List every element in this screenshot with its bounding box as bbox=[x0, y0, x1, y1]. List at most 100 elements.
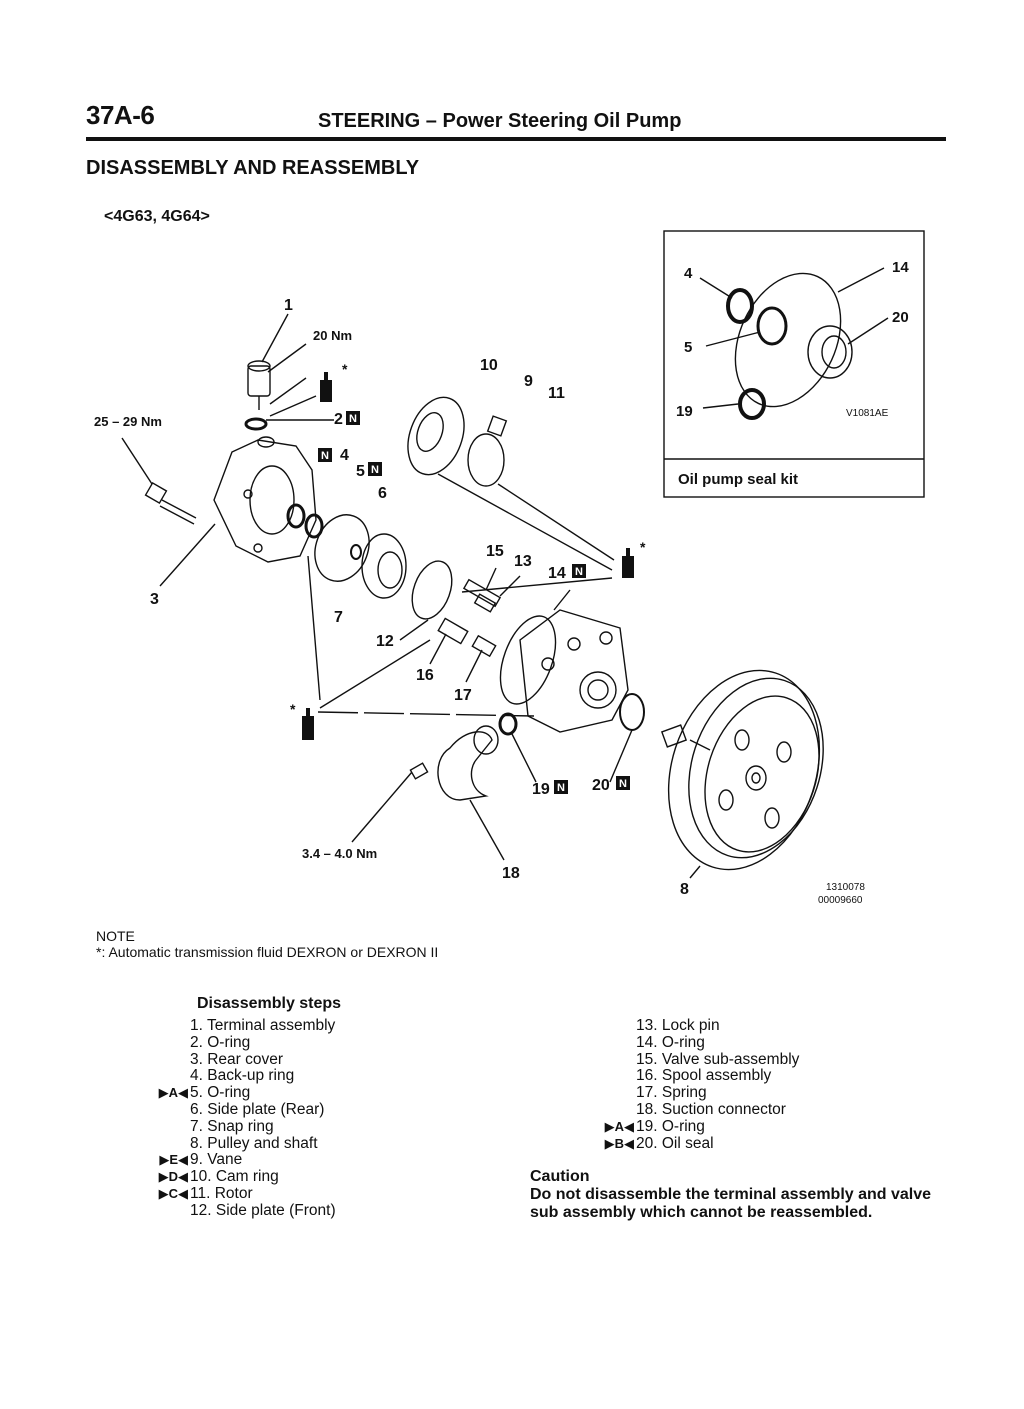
n-mark-19: N bbox=[557, 782, 565, 794]
side-plate-front bbox=[411, 560, 453, 620]
step-item: 16. Spool assembly bbox=[636, 1067, 896, 1085]
step-text: 15. Valve sub-assembly bbox=[636, 1050, 800, 1068]
o-ring-19 bbox=[498, 712, 518, 736]
rear-cover bbox=[159, 436, 317, 587]
callout-20: 20 bbox=[592, 777, 610, 794]
step-text: 9. Vane bbox=[190, 1151, 243, 1169]
step-mark: ▶D◀ bbox=[158, 1169, 188, 1185]
callout-9: 9 bbox=[524, 373, 533, 390]
step-text: 18. Suction connector bbox=[636, 1100, 786, 1118]
step-text: 13. Lock pin bbox=[636, 1017, 720, 1034]
mounting-bolt bbox=[121, 437, 197, 525]
inset-label-20: 20 bbox=[892, 309, 909, 326]
n-mark-14: N bbox=[575, 566, 583, 578]
inset-label-19: 19 bbox=[676, 403, 693, 420]
step-text: 3. Rear cover bbox=[190, 1050, 284, 1068]
step-text: 20. Oil seal bbox=[636, 1134, 714, 1152]
parts-drawing bbox=[121, 230, 925, 879]
asterisk-2: * bbox=[640, 539, 646, 555]
step-item: ▶B◀20. Oil seal bbox=[605, 1134, 896, 1153]
callout-2: 2 bbox=[334, 411, 343, 428]
backup-ring bbox=[286, 503, 306, 529]
callout-18: 18 bbox=[502, 865, 520, 882]
step-item: 17. Spring bbox=[636, 1084, 896, 1102]
callout-1: 1 bbox=[284, 297, 293, 314]
step-text: 5. O-ring bbox=[190, 1084, 251, 1102]
step-text: 16. Spool assembly bbox=[636, 1067, 772, 1085]
step-text: 14. O-ring bbox=[636, 1033, 705, 1051]
inset-labels: 4 5 19 14 20 bbox=[676, 259, 909, 420]
step-item: 8. Pulley and shaft bbox=[190, 1135, 450, 1153]
step-mark: ▶A◀ bbox=[604, 1118, 634, 1134]
step-item: 3. Rear cover bbox=[190, 1050, 450, 1069]
torque-labels: 20 Nm 25 – 29 Nm 3.4 – 4.0 Nm bbox=[94, 328, 377, 861]
callout-6: 6 bbox=[378, 485, 387, 502]
callout-3: 3 bbox=[150, 591, 159, 608]
page-title: STEERING – Power Steering Oil Pump bbox=[318, 110, 682, 132]
atf-bottle-icon bbox=[302, 372, 634, 740]
side-plate-rear bbox=[314, 514, 370, 582]
inset-frame bbox=[663, 230, 925, 498]
note-text: *: Automatic transmission fluid DEXRON o… bbox=[96, 944, 439, 960]
front-housing bbox=[499, 589, 629, 733]
terminal-assembly bbox=[244, 313, 334, 431]
callout-14: 14 bbox=[548, 565, 566, 582]
step-item: 12. Side plate (Front) bbox=[190, 1201, 450, 1220]
callout-15: 15 bbox=[486, 543, 504, 560]
pulley-and-shaft bbox=[660, 669, 824, 879]
note: NOTE *: Automatic transmission fluid DEX… bbox=[96, 928, 438, 960]
n-mark-5: N bbox=[371, 464, 379, 476]
inset-seal-parts bbox=[699, 267, 889, 420]
step-item: 15. Valve sub-assembly bbox=[636, 1050, 896, 1069]
vane bbox=[486, 415, 508, 437]
atf-asterisks: * * * bbox=[290, 361, 646, 717]
step-text: 2. O-ring bbox=[190, 1033, 251, 1051]
callout-8: 8 bbox=[680, 881, 689, 898]
cam-ring-front bbox=[361, 533, 407, 599]
step-item: ▶A◀5. O-ring bbox=[159, 1084, 450, 1102]
caution-text: Do not disassemble the terminal assembly… bbox=[530, 1186, 932, 1221]
step-text: 10. Cam ring bbox=[190, 1168, 279, 1186]
step-mark: ▶C◀ bbox=[158, 1185, 188, 1201]
step-item: ▶D◀10. Cam ring bbox=[159, 1168, 450, 1186]
step-item: ▶A◀19. O-ring bbox=[605, 1117, 896, 1136]
n-mark-20: N bbox=[619, 778, 627, 790]
asterisk-3: * bbox=[290, 701, 296, 717]
suction-connector bbox=[351, 725, 505, 861]
step-text: 19. O-ring bbox=[636, 1117, 705, 1135]
callout-12: 12 bbox=[376, 633, 394, 650]
n-mark-2: N bbox=[349, 413, 357, 425]
step-item: 7. Snap ring bbox=[190, 1118, 450, 1136]
asterisk-1: * bbox=[342, 361, 348, 377]
step-text: 17. Spring bbox=[636, 1084, 707, 1102]
step-item: 4. Back-up ring bbox=[190, 1067, 450, 1085]
atf-leader-3 bbox=[269, 377, 307, 405]
callout-13: 13 bbox=[514, 553, 532, 570]
o-ring-5 bbox=[304, 513, 324, 539]
step-item: 2. O-ring bbox=[190, 1033, 450, 1052]
callout-4: 4 bbox=[340, 447, 349, 464]
step-item: 18. Suction connector bbox=[636, 1100, 896, 1119]
n-mark-4: N bbox=[321, 450, 329, 462]
figure-code-2: 00009660 bbox=[818, 895, 863, 906]
atf-leader-dashed bbox=[317, 711, 535, 717]
step-text: 4. Back-up ring bbox=[190, 1067, 295, 1085]
step-item: ▶E◀9. Vane bbox=[159, 1151, 450, 1169]
atf-leader-2 bbox=[319, 639, 431, 709]
inset-caption: Oil pump seal kit bbox=[678, 471, 798, 488]
step-text: 12. Side plate (Front) bbox=[190, 1201, 336, 1219]
step-item: ▶C◀11. Rotor bbox=[159, 1185, 450, 1203]
section-number: 37A-6 bbox=[86, 100, 155, 130]
cam-ring-bore bbox=[416, 412, 444, 452]
header-rule bbox=[86, 137, 946, 141]
note-title: NOTE bbox=[96, 928, 135, 944]
step-mark: ▶A◀ bbox=[158, 1085, 188, 1101]
section-title: DISASSEMBLY AND REASSEMBLY bbox=[86, 157, 420, 179]
part-callouts: 1 2 3 4 5 6 7 8 9 10 11 12 13 14 15 16 1… bbox=[150, 297, 689, 898]
callout-16: 16 bbox=[416, 667, 434, 684]
callout-19: 19 bbox=[532, 781, 550, 798]
torque-terminal: 20 Nm bbox=[313, 328, 352, 343]
steps-heading: Disassembly steps bbox=[197, 995, 342, 1012]
step-mark: ▶B◀ bbox=[604, 1135, 634, 1151]
